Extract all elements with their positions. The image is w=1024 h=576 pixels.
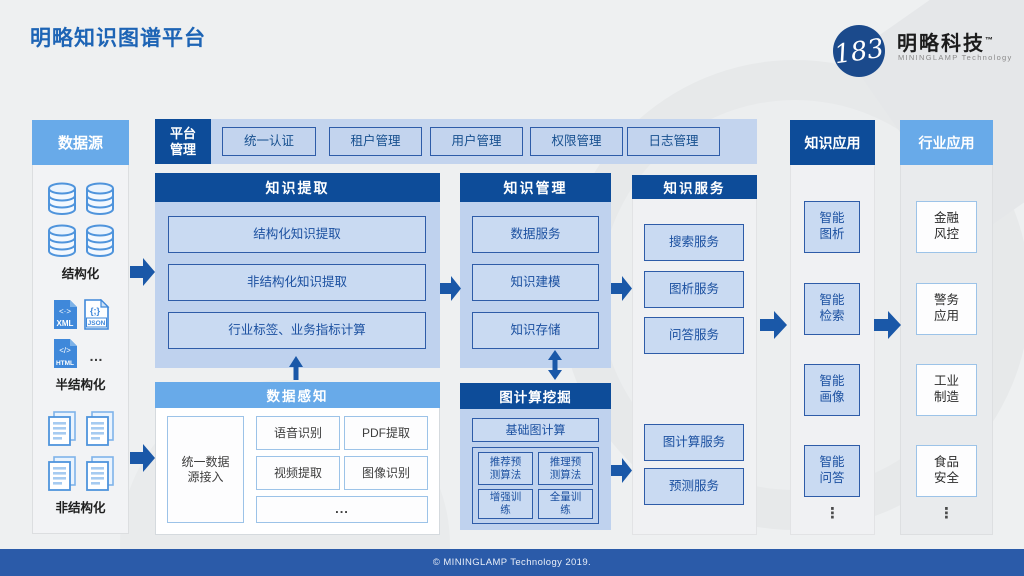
- arrow-right-icon: [760, 311, 787, 339]
- service-item-prediction: 预测服务: [644, 468, 744, 505]
- semi-structured-data-group: <·> XML {;} JSON </> HTML … 半结构化: [52, 298, 110, 393]
- database-icon: [83, 224, 117, 263]
- platform-management-row: [155, 119, 757, 164]
- document-icon: [45, 455, 79, 497]
- extraction-item-industry-tags: 行业标签、业务指标计算: [168, 312, 426, 349]
- html-file-icon: </> HTML: [52, 338, 79, 374]
- platform-item-tenant: 租户管理: [329, 127, 422, 156]
- graph-item-basic-computing: 基础图计算: [472, 418, 599, 442]
- arrow-right-icon: [874, 311, 901, 339]
- database-icon: [83, 182, 117, 221]
- application-item-retrieval: 智能检索: [804, 283, 860, 335]
- service-item-graph-computing: 图计算服务: [644, 424, 744, 461]
- platform-item-user: 用户管理: [430, 127, 523, 156]
- brand-subtitle: MININGLAMP Technology: [898, 53, 1013, 62]
- document-icon: [83, 455, 117, 497]
- industry-item-food-safety: 食品安全: [916, 445, 977, 497]
- graph-item-full-training: 全量训练: [538, 489, 593, 519]
- industry-more-ellipsis: ⋮: [939, 505, 954, 522]
- knowledge-service-header: 知识服务: [632, 175, 757, 199]
- svg-text:<·>: <·>: [58, 307, 70, 316]
- svg-text:XML: XML: [56, 319, 73, 328]
- perception-item-pdf: PDF提取: [344, 416, 428, 450]
- service-item-graph-analysis: 图析服务: [644, 271, 744, 308]
- knowledge-management-header: 知识管理: [460, 173, 611, 202]
- brand-name: 明略科技™: [897, 33, 993, 55]
- graph-item-recommend-predict: 推荐预测算法: [478, 452, 533, 485]
- arrow-right-icon: [611, 276, 632, 301]
- perception-item-image: 图像识别: [344, 456, 428, 490]
- industry-item-police: 警务应用: [916, 283, 977, 335]
- platform-item-log: 日志管理: [627, 127, 720, 156]
- trademark-symbol: ™: [985, 35, 993, 45]
- application-item-graph-analysis: 智能图析: [804, 201, 860, 253]
- perception-item-video: 视频提取: [256, 456, 340, 490]
- arrow-right-icon: [130, 258, 155, 286]
- svg-text:</>: </>: [59, 346, 71, 355]
- data-source-header: 数据源: [32, 120, 129, 165]
- perception-more-ellipsis: ...: [256, 496, 428, 523]
- platform-management-label: 平台管理: [155, 119, 211, 164]
- page-title: 明略知识图谱平台: [30, 27, 206, 50]
- unstructured-label: 非结构化: [55, 501, 106, 515]
- arrow-right-icon: [130, 444, 155, 472]
- xml-file-icon: <·> XML: [52, 299, 79, 335]
- json-file-icon: {;} JSON: [83, 298, 110, 335]
- unstructured-data-group: 非结构化: [45, 410, 117, 516]
- document-icon: [83, 410, 117, 452]
- application-item-profile: 智能画像: [804, 364, 860, 416]
- database-icon: [45, 224, 79, 263]
- perception-item-speech: 语音识别: [256, 416, 340, 450]
- industry-item-manufacturing: 工业制造: [916, 364, 977, 416]
- management-item-modeling: 知识建模: [472, 264, 599, 301]
- graph-item-inference-predict: 推理预测算法: [538, 452, 593, 485]
- extraction-item-unstructured: 非结构化知识提取: [168, 264, 426, 301]
- arrow-updown-icon: [548, 350, 562, 380]
- perception-item-unified-access: 统一数据源接入: [167, 416, 244, 523]
- svg-text:HTML: HTML: [55, 360, 73, 367]
- platform-item-permission: 权限管理: [530, 127, 623, 156]
- data-perception-header: 数据感知: [155, 382, 440, 408]
- arrow-right-icon: [440, 276, 461, 301]
- platform-item-auth: 统一认证: [222, 127, 316, 156]
- extraction-item-structured: 结构化知识提取: [168, 216, 426, 253]
- industry-item-finance-risk: 金融风控: [916, 201, 977, 253]
- document-icon: [45, 410, 79, 452]
- minglamp-logo-icon: 183: [831, 23, 887, 79]
- arrow-up-icon: [289, 356, 303, 380]
- more-file-types-ellipsis: …: [89, 348, 103, 364]
- semi-structured-label: 半结构化: [55, 378, 106, 392]
- graph-computing-header: 图计算挖掘: [460, 383, 611, 409]
- data-source-panel: 结构化 <·> XML {;} JSON </> HTML … 半结构化 非结构化: [32, 165, 129, 534]
- knowledge-extraction-header: 知识提取: [155, 173, 440, 202]
- graph-algorithms-group: [472, 447, 599, 524]
- industry-application-header: 行业应用: [900, 120, 993, 165]
- management-item-data-service: 数据服务: [472, 216, 599, 253]
- arrow-right-icon: [611, 458, 632, 483]
- application-more-ellipsis: ⋮: [825, 505, 840, 522]
- management-item-storage: 知识存储: [472, 312, 599, 349]
- knowledge-application-header: 知识应用: [790, 120, 875, 165]
- service-item-qa: 问答服务: [644, 317, 744, 354]
- structured-data-group: 结构化: [45, 182, 117, 282]
- application-item-qa: 智能问答: [804, 445, 860, 497]
- service-item-search: 搜索服务: [644, 224, 744, 261]
- structured-label: 结构化: [61, 267, 100, 281]
- database-icon: [45, 182, 79, 221]
- footer-copyright: © MININGLAMP Technology 2019.: [0, 549, 1024, 576]
- svg-text:{;}: {;}: [89, 306, 99, 316]
- svg-text:183: 183: [832, 34, 885, 71]
- graph-item-incremental-training: 增强训练: [478, 489, 533, 519]
- svg-text:JSON: JSON: [87, 320, 105, 327]
